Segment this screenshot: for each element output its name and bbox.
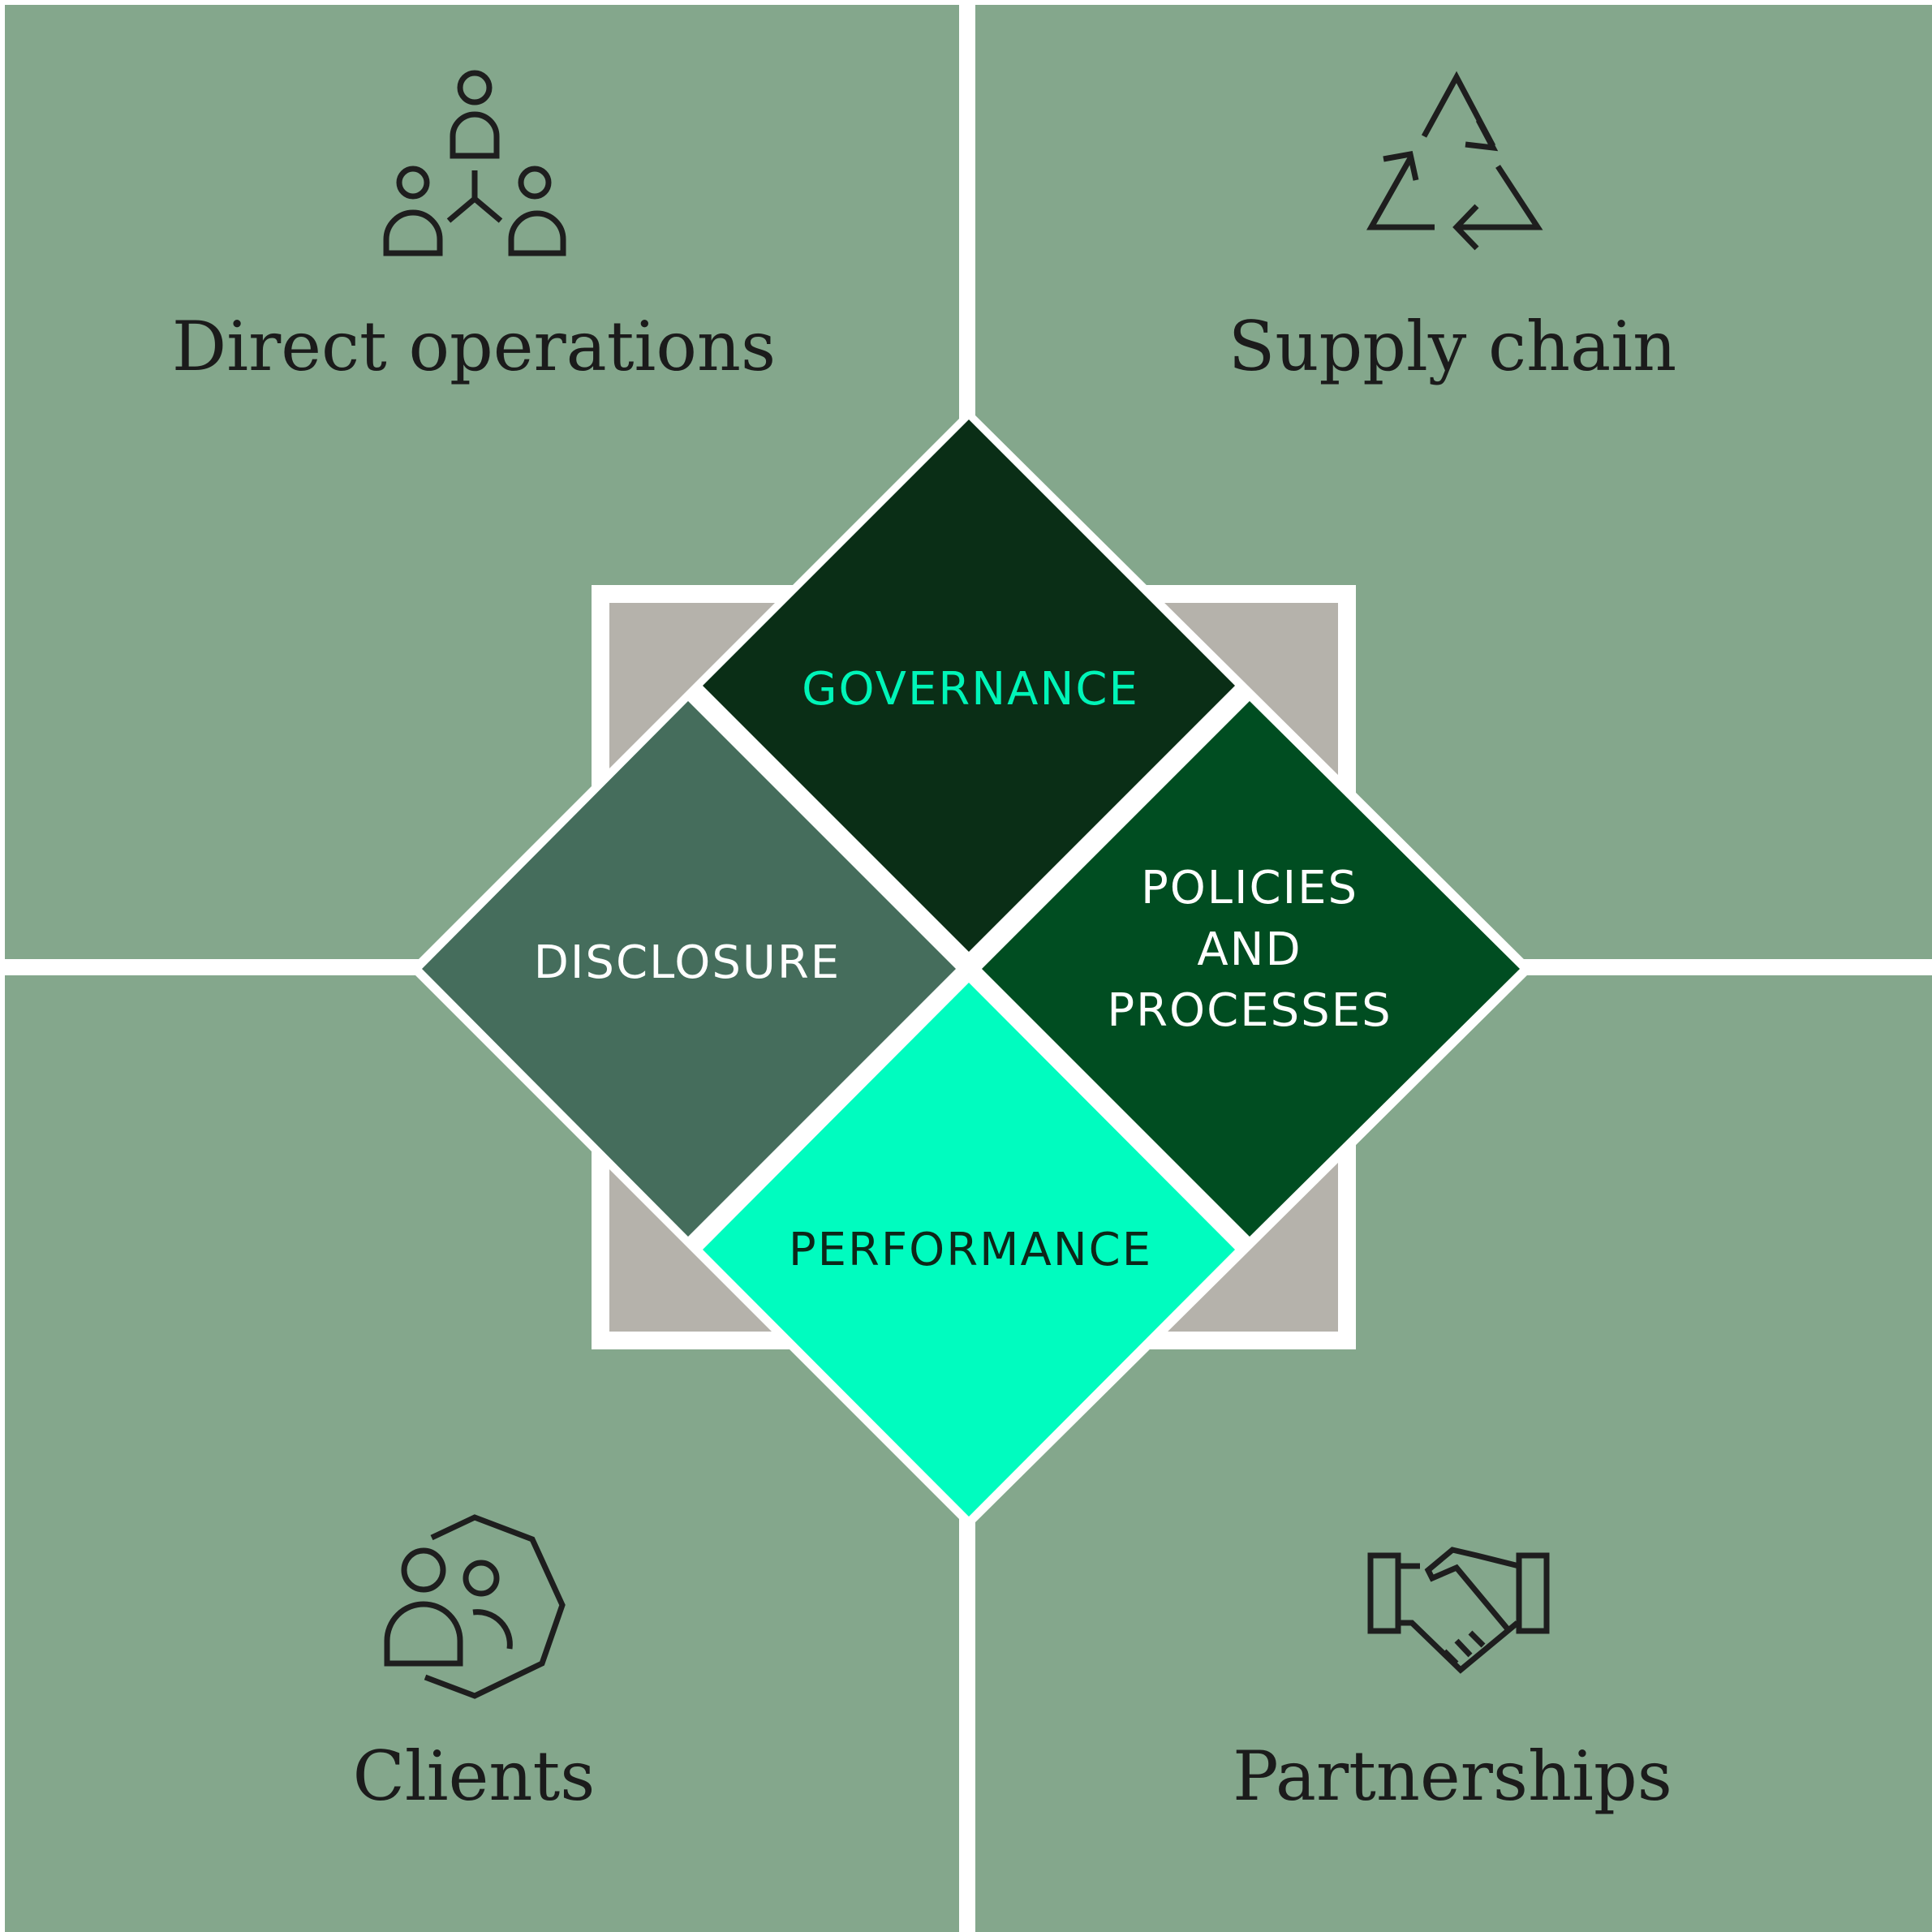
clients-label: Clients [353, 1736, 596, 1816]
supply-chain-label: Supply chain [1228, 307, 1676, 386]
policies-label-line1: POLICIES [1141, 862, 1358, 914]
policies-label-line2: AND [1197, 923, 1302, 976]
diamond-cluster-backing [409, 409, 1534, 1529]
partnerships-label: Partnerships [1233, 1736, 1672, 1816]
clients-group-icon [384, 1514, 566, 1699]
performance-label: PERFORMANCE [789, 1224, 1152, 1276]
governance-label: GOVERNANCE [802, 663, 1139, 716]
policies-label-line3: PROCESSES [1107, 984, 1392, 1037]
performance-diamond [703, 983, 1235, 1517]
recycle-icon [1366, 71, 1543, 251]
disclosure-label: DISCLOSURE [534, 936, 841, 989]
disclosure-diamond [422, 701, 956, 1237]
team-network-icon [383, 70, 566, 256]
policies-diamond [982, 701, 1520, 1237]
direct-operations-label: Direct operations [172, 307, 776, 386]
handshake-icon [1367, 1547, 1550, 1674]
governance-diamond [703, 420, 1235, 952]
